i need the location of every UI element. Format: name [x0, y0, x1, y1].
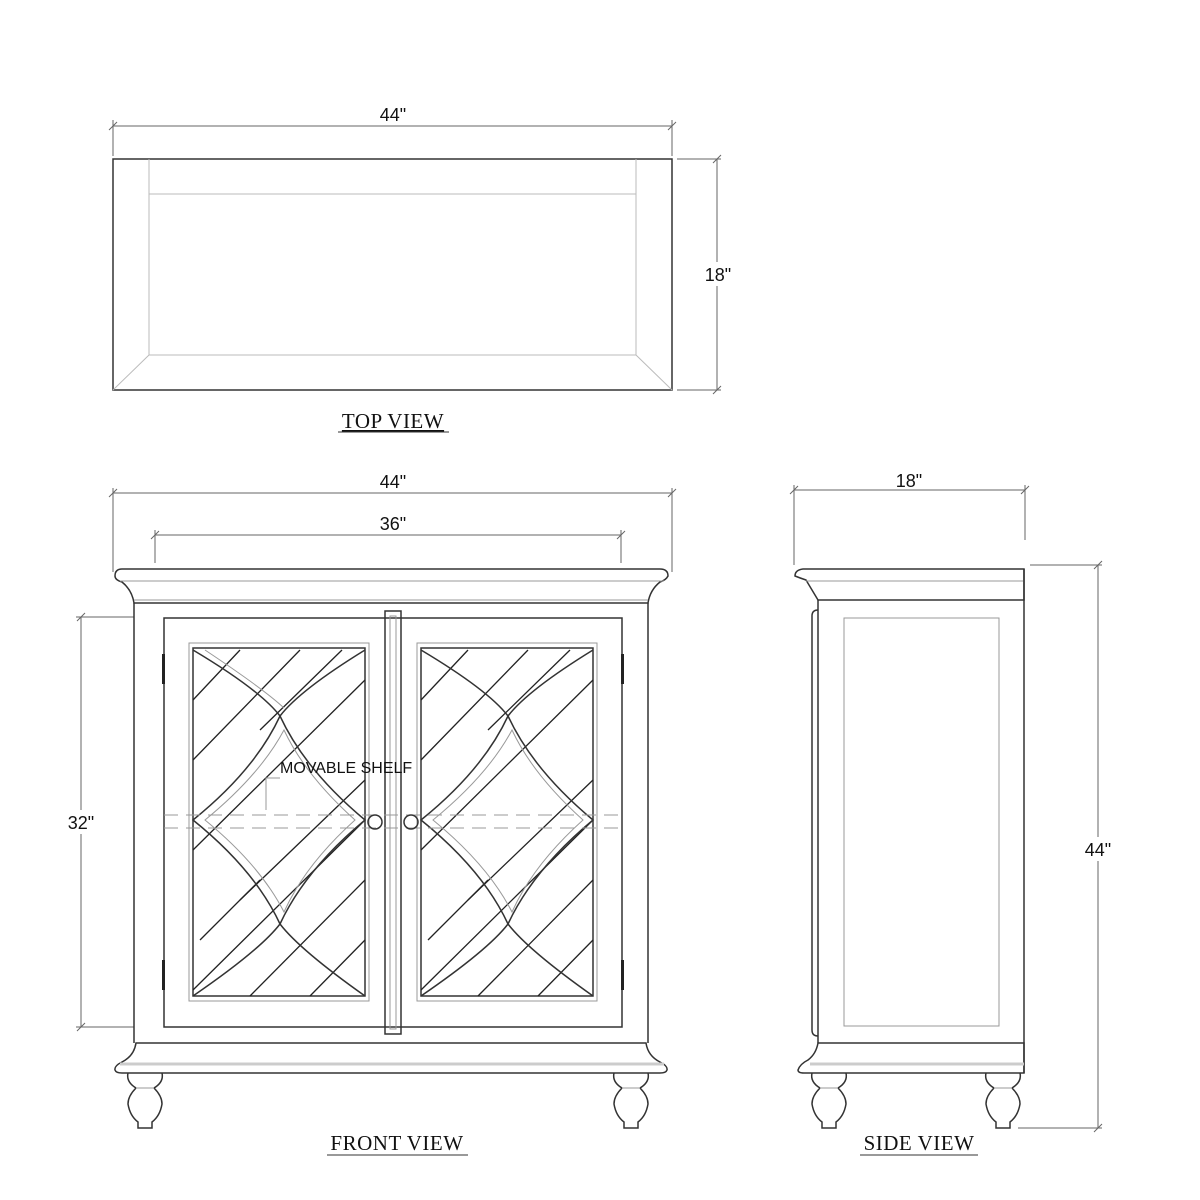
side-height-dimension: 44" [1085, 840, 1111, 860]
side-depth-dimension: 18" [896, 471, 922, 491]
side-view [789, 485, 1103, 1133]
right-door-glass [416, 642, 598, 1002]
top-width-dimension: 44" [380, 105, 406, 125]
top-view-label: TOP VIEW [342, 409, 444, 433]
top-view [108, 120, 722, 395]
front-view: MOVABLE SHELF [76, 488, 677, 1129]
front-interior-height-dimension: 32" [68, 813, 94, 833]
front-inner-width-dimension: 36" [380, 514, 406, 534]
top-depth-dimension: 18" [705, 265, 731, 285]
right-knob-icon [403, 814, 419, 830]
movable-shelf-note: MOVABLE SHELF [280, 760, 412, 777]
front-width-dimension: 44" [380, 472, 406, 492]
left-knob-icon [367, 814, 383, 830]
left-door-glass [188, 642, 370, 1002]
side-view-label: SIDE VIEW [864, 1131, 975, 1155]
front-view-label: FRONT VIEW [330, 1131, 463, 1155]
